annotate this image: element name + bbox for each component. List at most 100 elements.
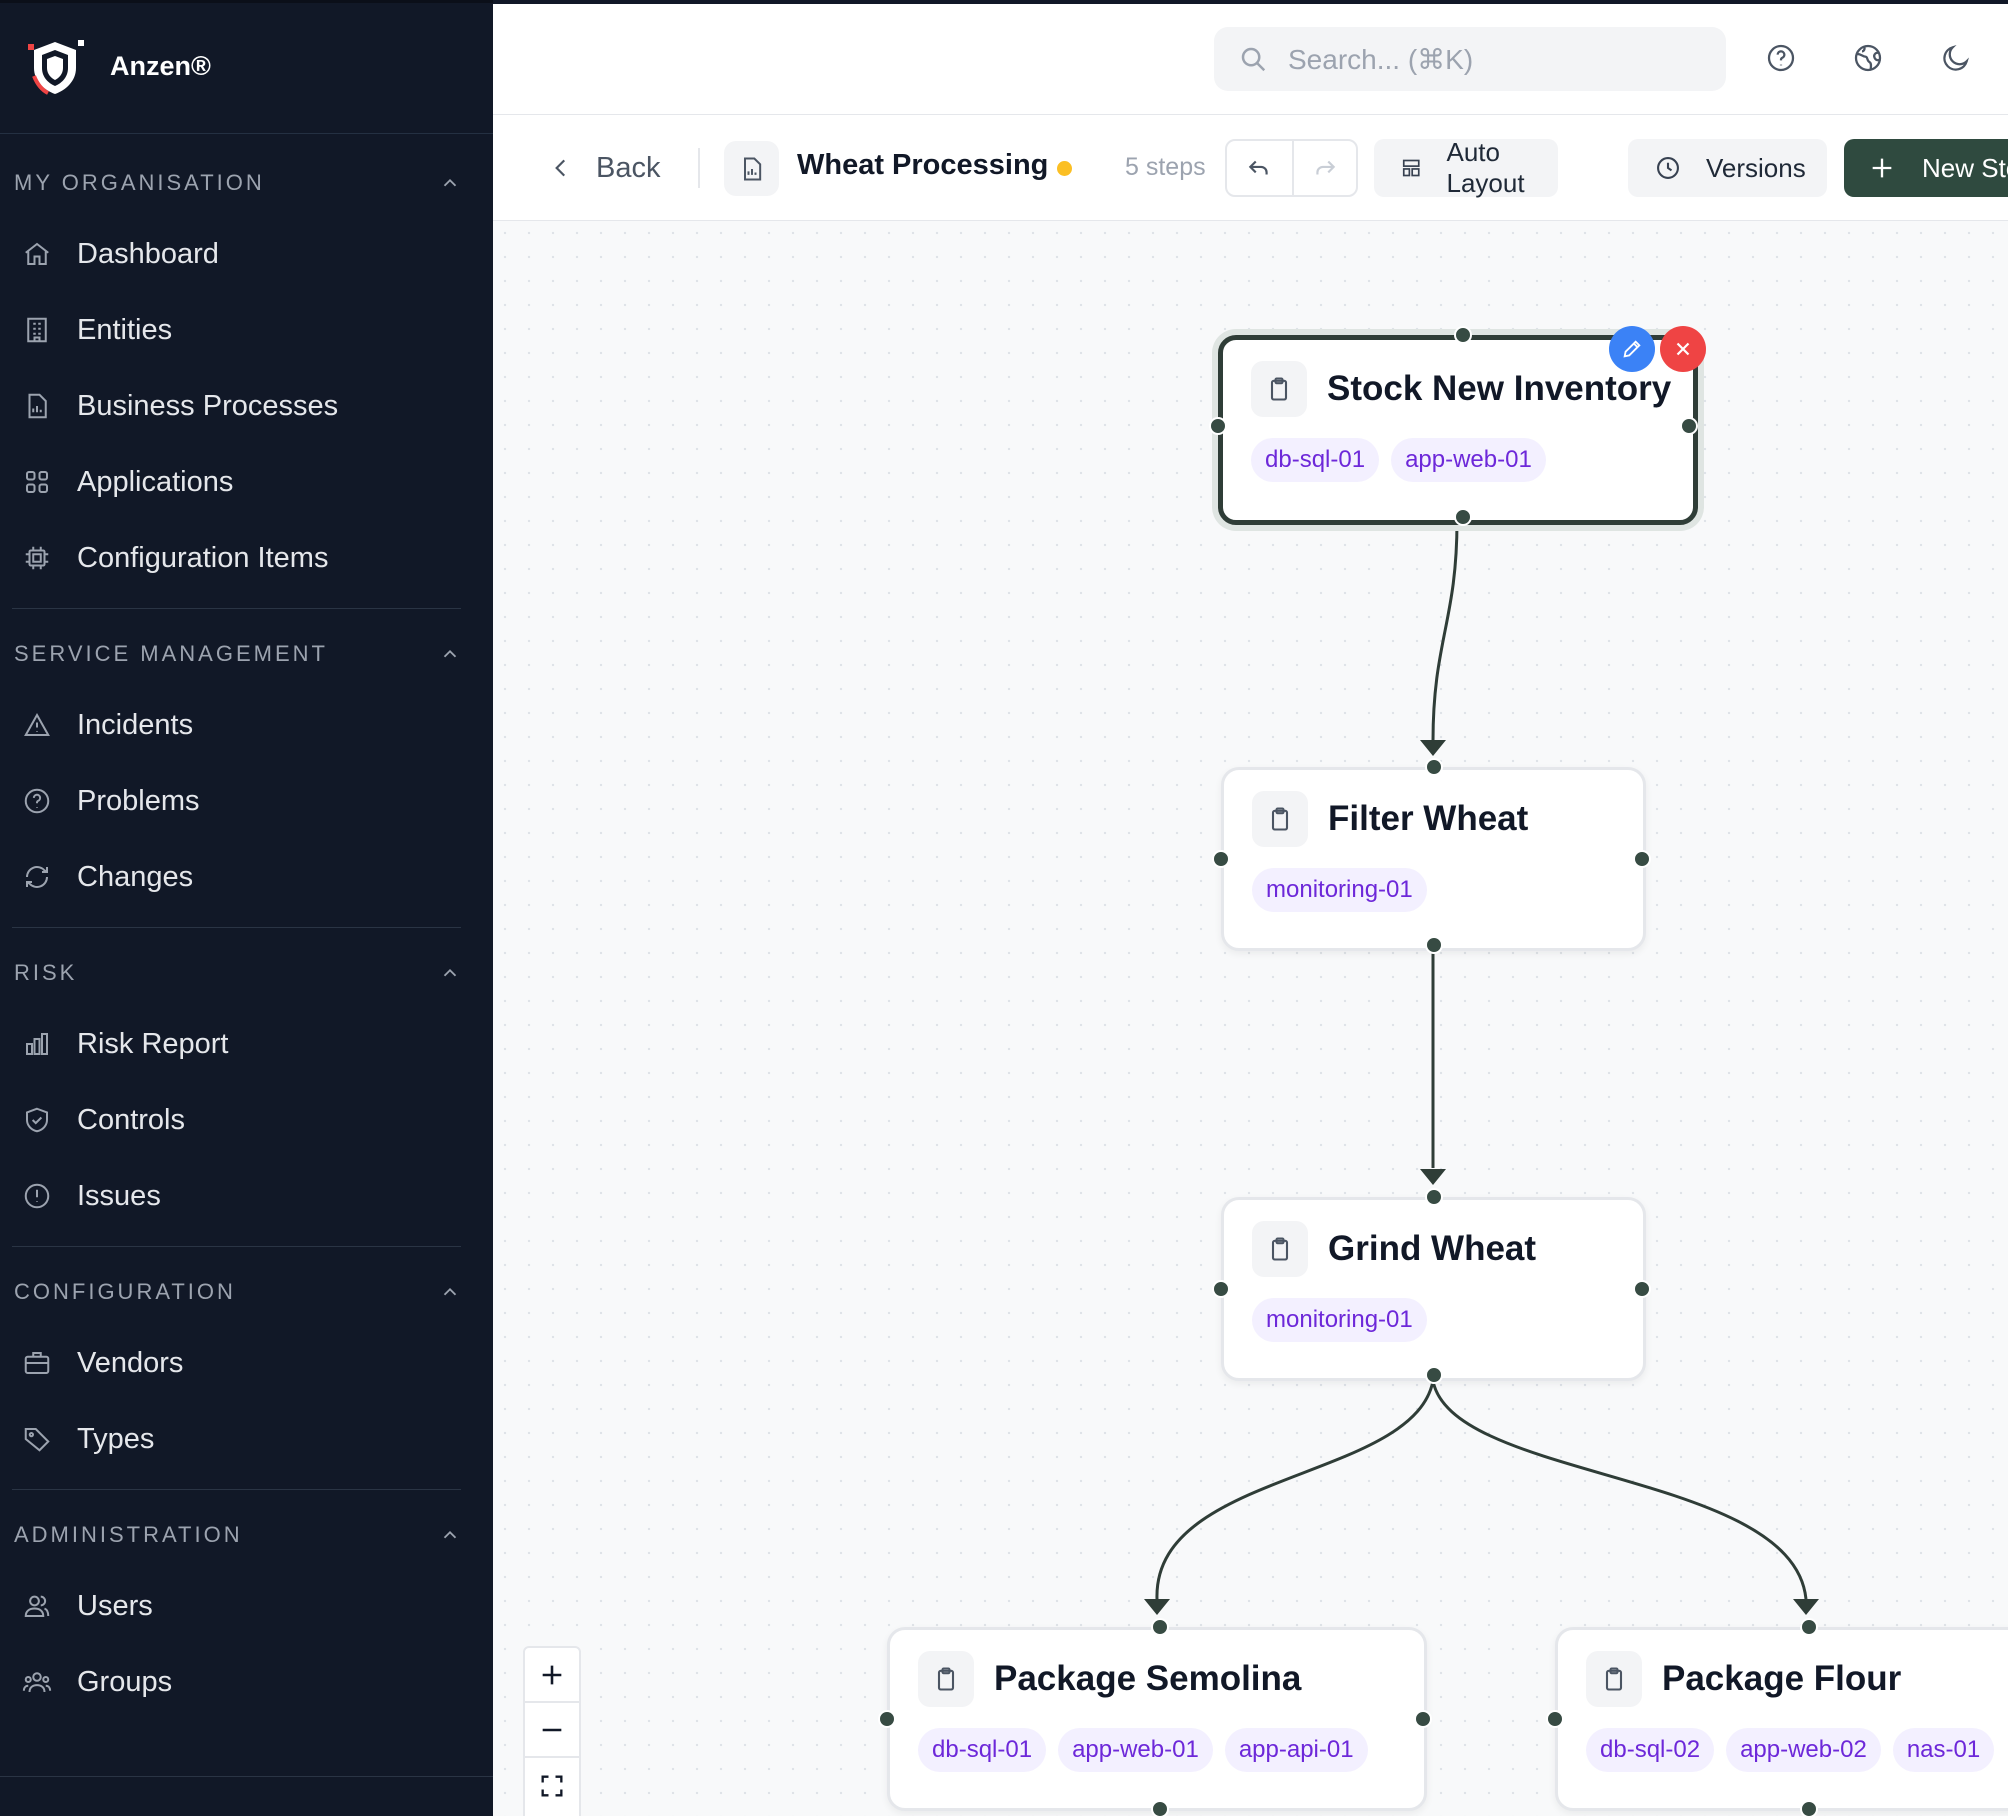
undo-icon [1249,160,1268,175]
sidebar-item-vendors[interactable]: Vendors [0,1325,493,1401]
moon-icon[interactable] [1940,42,1972,74]
nav-heading-my-organisation[interactable]: MY ORGANISATION [0,150,493,216]
alert-circle-icon [24,1183,50,1209]
ci-tag[interactable]: app-web-01 [1391,438,1546,482]
help-circle-icon[interactable] [1765,42,1797,74]
ci-tag[interactable]: db-sql-01 [918,1728,1047,1772]
edge-arrowhead [1420,740,1446,756]
ci-tag[interactable]: app-web-02 [1726,1728,1881,1772]
refresh-icon [26,866,48,888]
undo-button[interactable] [1227,141,1292,195]
sidebar-item-entities[interactable]: Entities [0,292,493,368]
sidebar-item-dashboard[interactable]: Dashboard [0,216,493,292]
sidebar-item-groups[interactable]: Groups [0,1644,493,1720]
sidebar-item-configuration-items[interactable]: Configuration Items [0,520,493,596]
search-placeholder: Search... (⌘K) [1288,43,1474,75]
redo-button[interactable] [1291,141,1357,195]
nav-heading-service-management[interactable]: SERVICE MANAGEMENT [0,621,493,687]
node-handle-bottom[interactable] [1425,936,1443,954]
nav-heading-risk[interactable]: RISK [0,940,493,1006]
flow-edges [1144,520,1819,1615]
minus-icon [542,1728,562,1731]
building-icon [27,317,47,343]
chevron-up-icon [443,649,457,658]
node-handle-right[interactable] [1680,417,1698,435]
node-title: Stock New Inventory [1327,369,1672,408]
ci-tag[interactable]: app-web-01 [1058,1728,1213,1772]
ci-tag[interactable]: monitoring-01 [1252,868,1427,912]
node-handle-top[interactable] [1425,758,1443,776]
shield-check-icon [26,1107,48,1133]
sidebar-item-label: Users [77,1589,153,1622]
ci-tag[interactable]: monitoring-01 [1252,1298,1427,1342]
flow-node-grind-wheat[interactable]: Grind Wheat monitoring-01 [1212,1188,1651,1384]
sidebar-item-types[interactable]: Types [0,1401,493,1477]
node-handle-right[interactable] [1633,1280,1651,1298]
flow-node-filter-wheat[interactable]: Filter Wheat monitoring-01 [1212,758,1651,954]
sidebar-item-problems[interactable]: Problems [0,763,493,839]
plus-icon [1872,158,1892,178]
nav-divider [12,1489,461,1490]
brand[interactable]: Anzen® [0,0,493,134]
fit-view-icon [541,1775,563,1796]
sidebar-footer-divider [0,1776,493,1777]
node-handle-left[interactable] [1212,1280,1230,1298]
back-button[interactable]: Back [548,145,660,191]
edit-node-button[interactable] [1609,326,1655,372]
node-handle-bottom[interactable] [1454,508,1472,526]
sidebar-item-incidents[interactable]: Incidents [0,687,493,763]
sidebar-item-changes[interactable]: Changes [0,839,493,915]
node-handle-left[interactable] [1546,1710,1564,1728]
delete-node-button[interactable] [1660,326,1706,372]
sidebar: Anzen® MY ORGANISATION Dashboard Entitie… [0,0,493,1816]
sidebar-item-controls[interactable]: Controls [0,1082,493,1158]
node-icon-box [1252,791,1308,847]
ci-tag[interactable]: app-api-01 [1224,1728,1368,1772]
chevron-left-icon [555,159,566,177]
search-input[interactable]: Search... (⌘K) [1214,27,1726,91]
node-handle-bottom[interactable] [1800,1800,1818,1816]
fit-view-button[interactable] [525,1758,579,1813]
ci-tag[interactable]: nas-01 [1892,1728,1995,1772]
sidebar-item-label: Configuration Items [77,541,329,574]
node-handle-left[interactable] [1209,417,1227,435]
search-icon [1241,47,1266,72]
ci-tag[interactable]: db-sql-02 [1586,1728,1715,1772]
node-handle-left[interactable] [1212,850,1230,868]
sidebar-item-label: Vendors [77,1346,184,1379]
sidebar-item-label: Dashboard [77,237,219,270]
node-handle-right[interactable] [1414,1710,1432,1728]
node-handle-bottom[interactable] [1425,1366,1443,1384]
nav-heading-administration[interactable]: ADMINISTRATION [0,1502,493,1568]
node-handle-right[interactable] [1633,850,1651,868]
zoom-out-button[interactable] [525,1703,579,1758]
node-handle-left[interactable] [878,1710,896,1728]
flow-node-package-semolina[interactable]: Package Semolina db-sql-01 app-web-01 ap… [878,1618,1432,1816]
nav-heading-label: CONFIGURATION [14,1279,236,1304]
nav-section-my-organisation: MY ORGANISATION Dashboard Entities Busin… [0,150,493,596]
ci-tag[interactable]: db-sql-01 [1251,438,1380,482]
flow-canvas[interactable]: Stock New Inventory db-sql-01 app-web-01… [493,221,2008,1816]
sidebar-item-business-processes[interactable]: Business Processes [0,368,493,444]
sidebar-item-users[interactable]: Users [0,1568,493,1644]
nav-heading-configuration[interactable]: CONFIGURATION [0,1259,493,1325]
node-handle-top[interactable] [1425,1188,1443,1206]
sidebar-item-risk-report[interactable]: Risk Report [0,1006,493,1082]
zoom-in-button[interactable] [525,1648,579,1703]
flow-node-stock-new-inventory[interactable]: Stock New Inventory db-sql-01 app-web-01 [1209,326,1706,526]
node-title: Filter Wheat [1328,799,1529,838]
node-handle-top[interactable] [1800,1618,1818,1636]
sidebar-item-applications[interactable]: Applications [0,444,493,520]
back-label: Back [596,151,661,184]
node-handle-bottom[interactable] [1151,1800,1169,1816]
sidebar-item-label: Issues [77,1179,161,1212]
new-step-button[interactable]: New Step [1844,139,2008,197]
versions-button[interactable]: Versions [1628,139,1827,197]
sidebar-item-issues[interactable]: Issues [0,1158,493,1234]
flow-node-package-flour[interactable]: Package Flour db-sql-02 app-web-02 nas-0… [1546,1618,2008,1816]
auto-layout-button[interactable]: Auto Layout [1374,137,1558,198]
globe-icon[interactable] [1852,42,1884,74]
document-chart-icon [743,157,761,180]
node-handle-top[interactable] [1151,1618,1169,1636]
node-handle-top[interactable] [1454,326,1472,344]
